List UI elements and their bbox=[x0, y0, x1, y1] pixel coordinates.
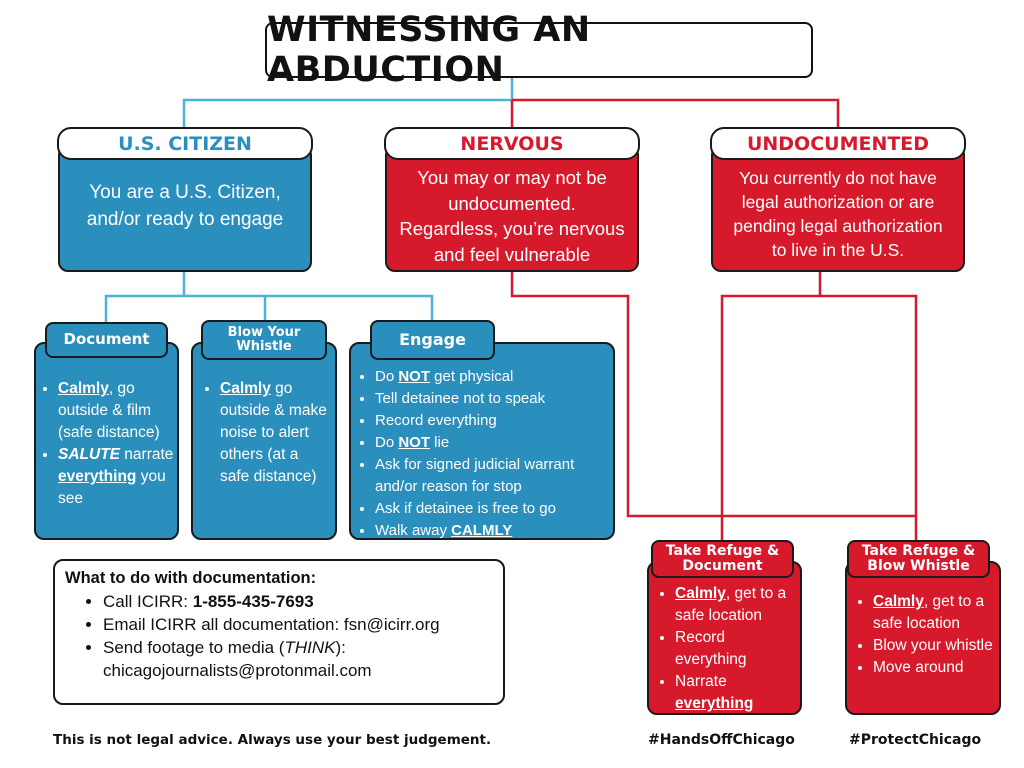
refuge-document-step: Record everything bbox=[675, 627, 796, 671]
whistle-panel: Calmly go outside & make noise to alert … bbox=[191, 342, 337, 540]
undocumented-desc-line: legal authorization or are bbox=[741, 192, 935, 212]
citizen-label: U.S. CITIZEN bbox=[57, 127, 313, 160]
documentation-heading: What to do with documentation: bbox=[65, 569, 317, 587]
refuge-document-label: Take Refuge & Document bbox=[651, 540, 794, 578]
citizen-desc-line: and/or ready to engage bbox=[86, 209, 284, 230]
document-panel: Calmly, go outside & film (safe distance… bbox=[34, 342, 179, 540]
connector-nervous-refuge bbox=[510, 272, 918, 540]
undocumented-desc-line: You currently do not have bbox=[739, 168, 937, 188]
hashtag-protectchicago: #ProtectChicago bbox=[849, 732, 982, 748]
engage-step: Record everything bbox=[375, 410, 607, 432]
disclaimer: This is not legal advice. Always use you… bbox=[53, 732, 492, 748]
nervous-desc-line: undocumented. bbox=[448, 192, 576, 214]
nervous-label: NERVOUS bbox=[384, 127, 640, 160]
connector-undocumented-refuge-whistle bbox=[820, 294, 918, 516]
undocumented-panel: You currently do not have legal authoriz… bbox=[711, 145, 965, 272]
undocumented-desc-line: pending legal authorization bbox=[733, 216, 943, 236]
engage-step: Walk away CALMLY bbox=[375, 520, 607, 542]
refuge-document-panel: Calmly, get to a safe location Record ev… bbox=[647, 561, 802, 715]
documentation-item: Call ICIRR: 1-855-435-7693 bbox=[103, 590, 493, 613]
documentation-item: Send footage to media (THINK):chicagojou… bbox=[103, 636, 493, 682]
refuge-whistle-step: Move around bbox=[873, 657, 995, 679]
engage-step: Do NOT get physical bbox=[375, 366, 607, 388]
refuge-whistle-label: Take Refuge & Blow Whistle bbox=[847, 540, 990, 578]
nervous-desc-line: and feel vulnerable bbox=[433, 243, 591, 265]
nervous-desc-line: You may or may not be bbox=[417, 167, 607, 188]
nervous-panel: You may or may not be undocumented. Rega… bbox=[385, 145, 639, 272]
citizen-panel: You are a U.S. Citizen, and/or ready to … bbox=[58, 145, 312, 272]
email-text: Email ICIRR all documentation: fsn@icirr… bbox=[103, 615, 440, 634]
connector-citizen-whistle bbox=[184, 294, 267, 320]
phone-number: 1-855-435-7693 bbox=[192, 592, 314, 611]
connector-title-undocumented bbox=[512, 98, 840, 128]
connector-citizen-engage bbox=[265, 294, 434, 322]
refuge-whistle-panel: Calmly, get to a safe location Blow your… bbox=[845, 561, 1001, 715]
engage-step: Ask for signed judicial warrant and/or r… bbox=[375, 454, 607, 498]
hashtag-handsoffchicago: #HandsOffChicago bbox=[648, 732, 795, 748]
documentation-item: Email ICIRR all documentation: fsn@icirr… bbox=[103, 613, 493, 636]
engage-panel: Do NOT get physical Tell detainee not to… bbox=[349, 342, 615, 540]
connector-undocumented-refuge bbox=[720, 272, 822, 516]
whistle-label: Blow Your Whistle bbox=[201, 320, 327, 360]
nervous-desc-line: Regardless, you’re nervous bbox=[399, 218, 625, 239]
engage-step: Tell detainee not to speak bbox=[375, 388, 607, 410]
refuge-document-step: Narrate everything bbox=[675, 671, 796, 715]
document-label: Document bbox=[45, 322, 168, 358]
media-email: chicagojournalists@protonmail.com bbox=[103, 661, 372, 680]
page-title: WITNESSING AN ABDUCTION bbox=[265, 10, 813, 90]
undocumented-label: UNDOCUMENTED bbox=[710, 127, 966, 160]
connector-citizen-actions bbox=[104, 272, 186, 322]
engage-step: Do NOT lie bbox=[375, 432, 607, 454]
engage-label: Engage bbox=[370, 320, 495, 360]
refuge-whistle-step: Calmly, get to a safe location bbox=[873, 591, 995, 635]
whistle-step: Calmly go outside & make noise to alert … bbox=[220, 378, 331, 488]
engage-step: Ask if detainee is free to go bbox=[375, 498, 607, 520]
refuge-document-step: Calmly, get to a safe location bbox=[675, 583, 796, 627]
refuge-whistle-step: Blow your whistle bbox=[873, 635, 995, 657]
document-step: Calmly, go outside & film (safe distance… bbox=[58, 378, 177, 444]
connector-title-citizen bbox=[182, 78, 514, 128]
citizen-desc-line: You are a U.S. Citizen, bbox=[89, 182, 281, 203]
document-step: SALUTE narrate everything you see bbox=[58, 444, 177, 510]
documentation-box: What to do with documentation: Call ICIR… bbox=[53, 559, 505, 705]
undocumented-desc-line: to live in the U.S. bbox=[771, 240, 905, 260]
